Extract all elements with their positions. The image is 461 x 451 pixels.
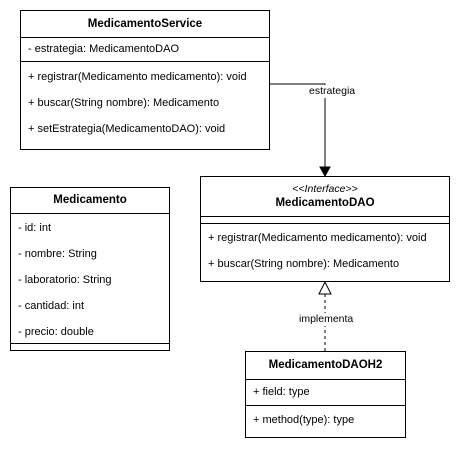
attribute-id: - id: int: [18, 222, 52, 234]
method-buscar: + buscar(String nombre): Medicamento: [208, 258, 400, 270]
attribute-cantidad: - cantidad: int: [18, 300, 85, 312]
attribute-nombre: - nombre: String: [18, 248, 97, 260]
attributes-section: - id: int - nombre: String - laboratorio…: [11, 214, 169, 344]
method-set-estrategia: + setEstrategia(MedicamentoDAO): void: [28, 123, 226, 135]
attributes-section: [201, 217, 449, 224]
attribute-laboratorio: - laboratorio: String: [18, 274, 112, 286]
association-label: estrategia: [308, 85, 357, 98]
class-name-medicamento-dao-h2: MedicamentoDAOH2: [246, 352, 405, 380]
realization-label: implementa: [298, 313, 355, 326]
methods-section: + registrar(Medicamento medicamento): vo…: [201, 224, 449, 281]
attribute-estrategia: - estrategia: MedicamentoDAO: [28, 43, 180, 55]
attribute-field: + field: type: [253, 386, 310, 398]
methods-section: + registrar(Medicamento medicamento): vo…: [21, 62, 269, 150]
class-medicamento[interactable]: Medicamento - id: int - nombre: String -…: [10, 187, 170, 351]
class-name-medicamento: Medicamento: [11, 188, 169, 214]
class-name-medicamento-dao: MedicamentoDAO: [275, 197, 375, 209]
class-medicamento-service[interactable]: MedicamentoService - estrategia: Medicam…: [20, 10, 270, 150]
attribute-precio: - precio: double: [18, 326, 94, 338]
attributes-section: + field: type: [246, 380, 405, 406]
realization-arrowhead: [318, 280, 332, 295]
method-buscar: + buscar(String nombre): Medicamento: [28, 97, 220, 109]
stereotype-label: <<Interface>>: [292, 183, 358, 195]
association-line: [270, 83, 326, 168]
method-method: + method(type): type: [253, 414, 355, 426]
association-arrowhead: [319, 166, 331, 178]
methods-section: + method(type): type: [246, 406, 405, 437]
class-medicamento-dao-h2[interactable]: MedicamentoDAOH2 + field: type + method(…: [245, 351, 406, 438]
method-registrar: + registrar(Medicamento medicamento): vo…: [208, 232, 427, 244]
class-name-medicamento-service: MedicamentoService: [21, 11, 269, 38]
attributes-section: - estrategia: MedicamentoDAO: [21, 38, 269, 62]
method-registrar: + registrar(Medicamento medicamento): vo…: [28, 71, 247, 83]
interface-medicamento-dao[interactable]: <<Interface>> MedicamentoDAO + registrar…: [200, 176, 450, 282]
interface-header: <<Interface>> MedicamentoDAO: [201, 177, 449, 217]
